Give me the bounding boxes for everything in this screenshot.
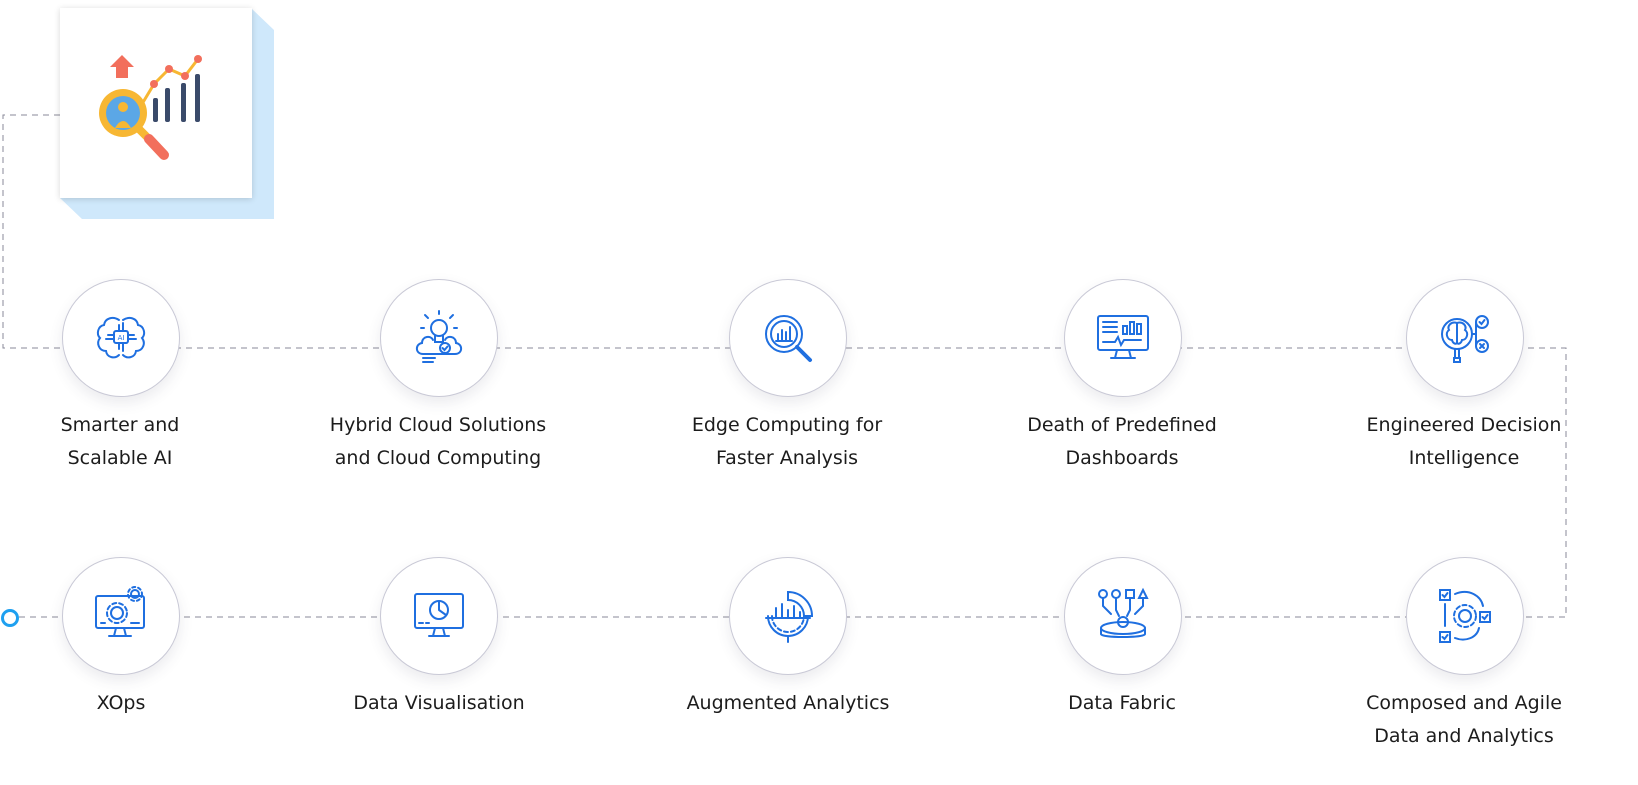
label-line-1: Hybrid Cloud Solutions xyxy=(329,414,547,436)
svg-text:AI: AI xyxy=(118,334,125,342)
node-xops xyxy=(62,557,180,675)
magnifier-analytics-chart-icon xyxy=(99,55,202,160)
label-line-2: Scalable AI xyxy=(67,447,173,469)
label-edge-computing: Edge Computing for Faster Analysis xyxy=(657,409,917,475)
label-line-1: Composed and Agile xyxy=(1366,692,1562,714)
label-data-visualisation: Data Visualisation xyxy=(309,687,569,720)
gear-cycle-checklist-icon xyxy=(1439,589,1491,643)
brain-ai-chip-icon: AI xyxy=(96,316,146,359)
lightbulb-cloud-icon xyxy=(415,310,463,363)
label-line-1: Death of Predefined xyxy=(1027,414,1217,436)
label-line-1: Data Visualisation xyxy=(353,692,525,714)
label-composed-agile: Composed and Agile Data and Analytics xyxy=(1334,687,1594,753)
node-edge-computing xyxy=(729,279,847,397)
label-line-1: Engineered Decision xyxy=(1366,414,1562,436)
data-fabric-platform-icon xyxy=(1098,587,1149,638)
label-line-1: XOps xyxy=(96,692,146,714)
label-augmented-analytics: Augmented Analytics xyxy=(658,687,918,720)
label-data-fabric: Data Fabric xyxy=(992,687,1252,720)
label-decision-intelligence: Engineered Decision Intelligence xyxy=(1334,409,1594,475)
node-data-fabric xyxy=(1064,557,1182,675)
label-line-2: Faster Analysis xyxy=(716,447,858,469)
node-predefined-dashboards xyxy=(1064,279,1182,397)
magnifier-bar-chart-icon xyxy=(765,315,812,362)
brain-decision-magnifier-icon xyxy=(1441,315,1489,363)
label-line-1: Data Fabric xyxy=(1068,692,1176,714)
label-xops: XOps xyxy=(0,687,251,720)
label-line-2: and Cloud Computing xyxy=(334,447,542,469)
monitor-dashboard-icon xyxy=(1097,315,1149,359)
label-smarter-scalable-ai: Smarter and Scalable AI xyxy=(0,409,250,475)
label-line-2: Intelligence xyxy=(1408,447,1520,469)
label-hybrid-cloud: Hybrid Cloud Solutions and Cloud Computi… xyxy=(308,409,568,475)
hero-illustration xyxy=(60,8,252,198)
hero-card xyxy=(60,8,274,219)
monitor-pie-chart-icon xyxy=(414,593,464,637)
label-line-1: Augmented Analytics xyxy=(686,692,890,714)
label-line-2: Dashboards xyxy=(1065,447,1179,469)
node-augmented-analytics xyxy=(729,557,847,675)
label-line-1: Edge Computing for xyxy=(691,414,883,436)
node-decision-intelligence xyxy=(1406,279,1524,397)
label-line-2: Data and Analytics xyxy=(1374,725,1554,747)
start-marker xyxy=(1,609,19,627)
analytics-gauge-icon xyxy=(765,590,814,643)
node-data-visualisation xyxy=(380,557,498,675)
monitor-gears-icon xyxy=(95,586,145,637)
node-composed-agile xyxy=(1406,557,1524,675)
label-predefined-dashboards: Death of Predefined Dashboards xyxy=(992,409,1252,475)
node-smarter-scalable-ai: AI xyxy=(62,279,180,397)
label-line-1: Smarter and xyxy=(60,414,180,436)
node-hybrid-cloud xyxy=(380,279,498,397)
